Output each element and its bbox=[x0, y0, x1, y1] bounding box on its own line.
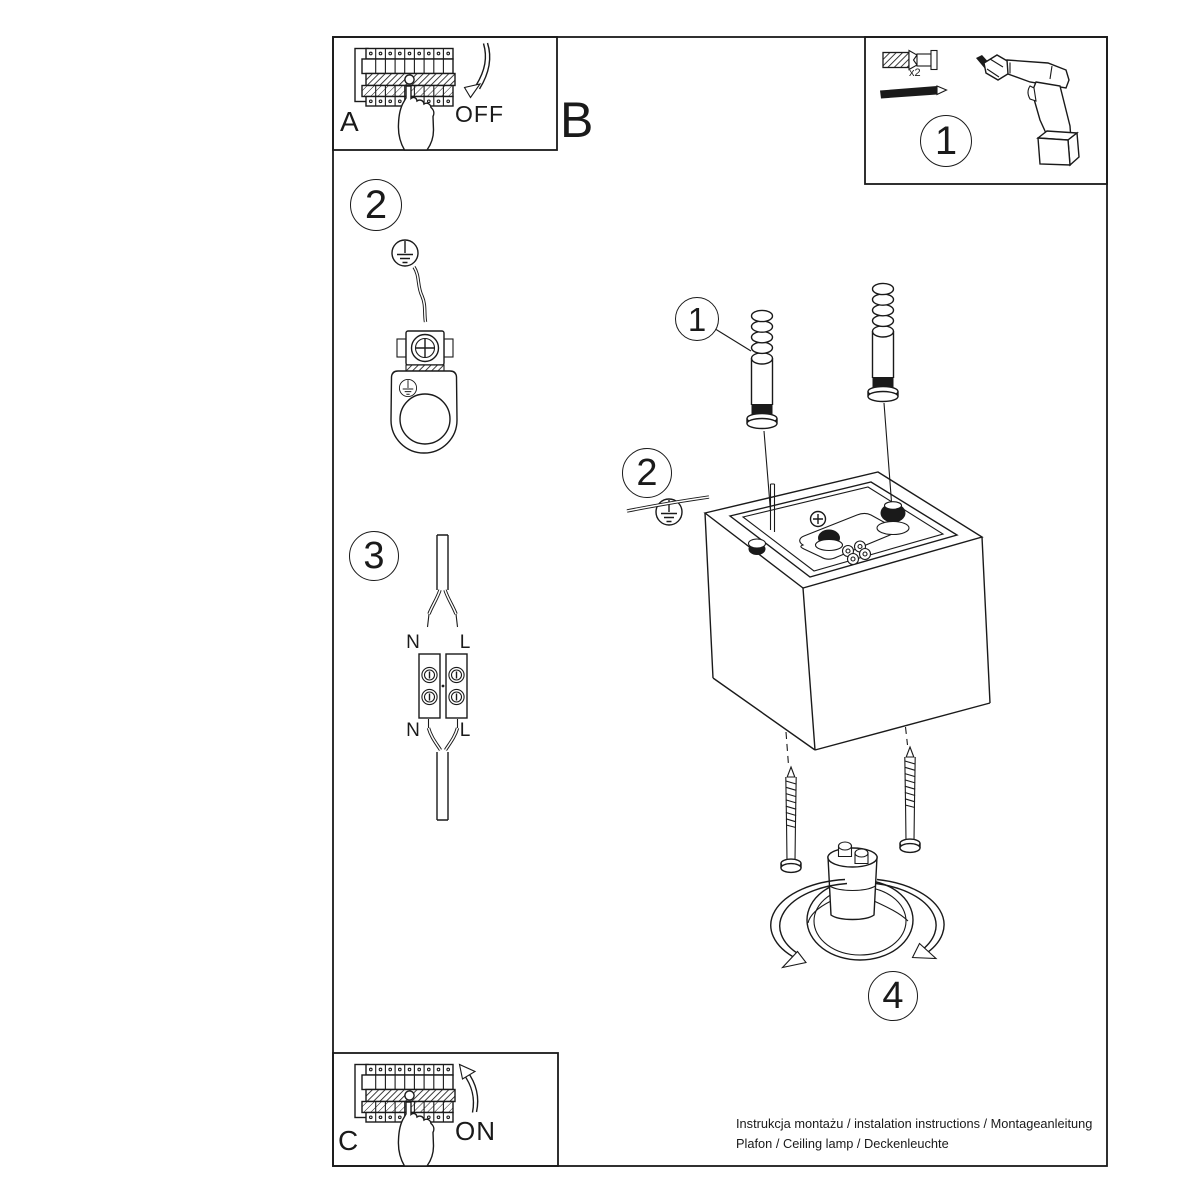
step-4-number: 4 bbox=[868, 971, 918, 1021]
earth-wire-to-cube-icon bbox=[626, 495, 710, 513]
power-cable-top-icon bbox=[426, 534, 459, 628]
step-3-number: 3 bbox=[349, 531, 399, 581]
frame-a bbox=[332, 36, 558, 151]
arrow-up-icon bbox=[458, 1063, 479, 1113]
page-frame bbox=[332, 36, 1108, 1167]
off-label: OFF bbox=[455, 101, 504, 127]
wire-label-n-top: N bbox=[406, 632, 420, 653]
earth-terminal-bracket-icon bbox=[390, 330, 458, 454]
dashed-guide-line bbox=[785, 726, 909, 766]
lamp-cube bbox=[703, 471, 991, 751]
frame-c bbox=[332, 1052, 559, 1167]
gu10-bulb-icon bbox=[806, 841, 914, 961]
wall-plug-vertical-icon bbox=[867, 282, 899, 403]
parts-step-number: 1 bbox=[920, 115, 972, 167]
breaker-panel-hand-icon bbox=[354, 1063, 456, 1167]
earth-symbol-icon bbox=[391, 239, 419, 267]
drill-icon bbox=[976, 54, 1080, 167]
cube-interior bbox=[747, 483, 910, 566]
step1-leader-line bbox=[714, 328, 752, 352]
step-1-number: 1 bbox=[675, 297, 719, 341]
footer-line-1: Instrukcja montażu / instalation instruc… bbox=[736, 1116, 1093, 1131]
terminal-block-icon bbox=[418, 653, 468, 719]
frame-parts bbox=[864, 36, 1108, 185]
power-cable-bottom-icon bbox=[426, 719, 460, 821]
wire-label-l-bottom: L bbox=[459, 720, 471, 741]
earth-wire-icon bbox=[412, 266, 428, 323]
screw-icon bbox=[880, 85, 948, 99]
step-2-number: 2 bbox=[350, 179, 402, 231]
step-2b-number: 2 bbox=[622, 448, 672, 498]
guide-line bbox=[763, 402, 893, 512]
on-label: ON bbox=[455, 1116, 496, 1146]
wall-plug-vertical-icon bbox=[746, 309, 778, 430]
arrow-down-icon bbox=[463, 42, 491, 99]
plug-quantity-label: x2 bbox=[909, 67, 921, 79]
mounting-screw-icon bbox=[780, 766, 802, 874]
wire-label-n-bottom: N bbox=[406, 720, 420, 741]
footer-text: Instrukcja montażu / instalation instruc… bbox=[736, 1114, 1092, 1153]
panel-a-letter: A bbox=[340, 106, 359, 137]
panel-b-letter: B bbox=[560, 92, 594, 148]
footer-line-2: Plafon / Ceiling lamp / Deckenleuchte bbox=[736, 1135, 949, 1151]
mounting-screw-icon bbox=[899, 746, 921, 854]
panel-c-letter: C bbox=[338, 1125, 359, 1156]
rotation-arrows-icon bbox=[770, 878, 945, 969]
wire-label-l-top: L bbox=[459, 632, 471, 653]
wall-plug-icon bbox=[882, 49, 938, 71]
breaker-panel-hand-icon bbox=[354, 47, 456, 151]
